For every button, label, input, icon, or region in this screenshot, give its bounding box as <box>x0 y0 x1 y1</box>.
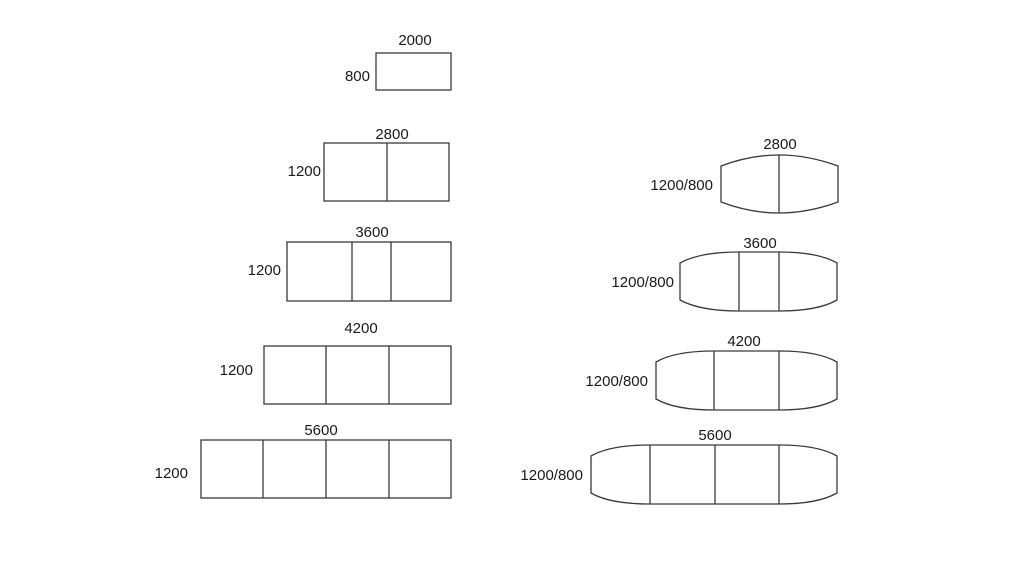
rect-table-3600: 3600 1200 <box>248 224 452 302</box>
width-label: 5600 <box>304 422 337 439</box>
rect-table-4200: 4200 1200 <box>220 320 452 405</box>
depth-label: 1200/800 <box>520 467 583 484</box>
width-label: 3600 <box>743 235 776 252</box>
width-label: 2800 <box>763 136 796 153</box>
depth-label: 1200 <box>220 362 253 379</box>
width-label: 2000 <box>398 32 431 49</box>
table-outline <box>375 52 452 91</box>
width-label: 5600 <box>698 427 731 444</box>
boat-table-5600: 5600 1200/800 <box>520 427 838 505</box>
width-label: 4200 <box>727 333 760 350</box>
depth-label: 1200/800 <box>585 373 648 390</box>
rect-table-5600: 5600 1200 <box>155 422 452 499</box>
boat-table-2800: 2800 1200/800 <box>650 136 839 214</box>
table-outline <box>590 444 838 505</box>
rect-table-2000: 2000 800 <box>345 32 452 91</box>
table-outline <box>720 154 839 214</box>
depth-label: 800 <box>345 68 370 85</box>
depth-label: 1200 <box>155 465 188 482</box>
width-label: 4200 <box>344 320 377 337</box>
width-label: 3600 <box>355 224 388 241</box>
depth-label: 1200 <box>248 262 281 279</box>
depth-label: 1200/800 <box>650 177 713 194</box>
depth-label: 1200 <box>288 163 321 180</box>
table-outline <box>286 241 452 302</box>
table-outline <box>679 251 838 312</box>
boat-table-3600: 3600 1200/800 <box>611 235 838 312</box>
depth-label: 1200/800 <box>611 274 674 291</box>
table-outline <box>263 345 452 405</box>
boat-table-4200: 4200 1200/800 <box>585 333 838 411</box>
table-outline <box>655 350 838 411</box>
rect-table-2800: 2800 1200 <box>288 126 450 202</box>
width-label: 2800 <box>375 126 408 143</box>
